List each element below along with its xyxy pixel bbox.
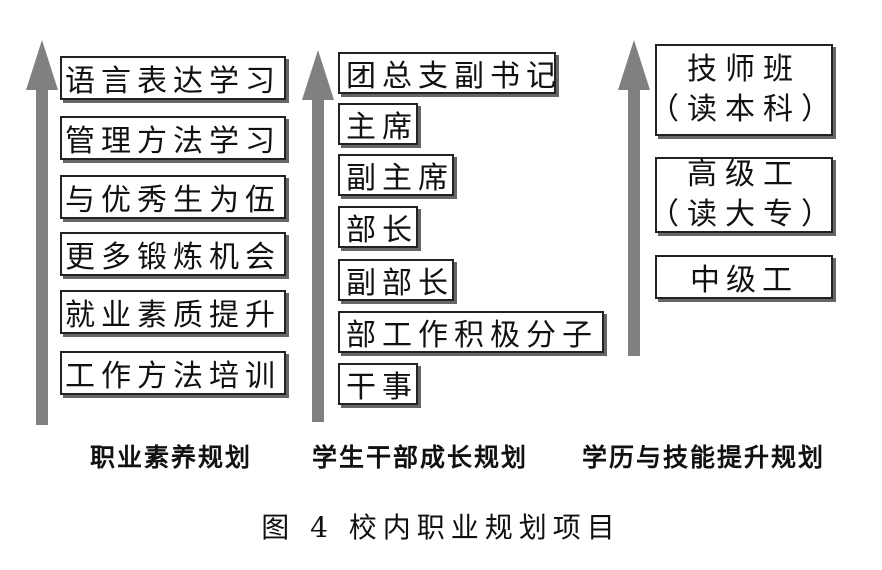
item-technician-class-line2: （读本科）: [649, 92, 839, 127]
label-professional-quality: 职业素养规划: [90, 443, 253, 472]
item-technician-class: 技师班 （读本科）: [649, 44, 833, 136]
item-vice-chairman: 副主席: [338, 154, 454, 196]
arrow-left: [26, 40, 58, 425]
item-employability: 就业素质提升: [60, 290, 286, 334]
item-senior-worker-line1: 高级工: [687, 157, 801, 192]
label-student-cadre-growth: 学生干部成长规划: [312, 443, 529, 472]
arrow-middle: [302, 50, 334, 422]
item-senior-worker: 高级工 （读大专）: [649, 157, 833, 233]
item-department-activist: 部工作积极分子: [338, 311, 604, 353]
item-minister: 部长: [338, 206, 418, 248]
item-language-expression: 语言表达学习: [60, 56, 286, 100]
item-more-practice: 更多锻炼机会: [60, 232, 286, 276]
item-intermediate-worker: 中级工: [655, 255, 833, 299]
item-work-methods-training: 工作方法培训: [60, 351, 286, 395]
figure-caption: 图 4 校内职业规划项目: [261, 511, 621, 544]
item-chairman: 主席: [338, 103, 418, 145]
item-staff-member: 干事: [338, 363, 418, 405]
item-vice-minister: 副部长: [338, 259, 454, 301]
item-technician-class-line1: 技师班: [687, 52, 801, 87]
item-excellent-peers: 与优秀生为伍: [60, 175, 286, 219]
item-senior-worker-line2: （读大专）: [649, 197, 839, 232]
item-management-methods: 管理方法学习: [60, 116, 286, 160]
arrow-right: [618, 40, 650, 356]
item-deputy-secretary: 团总支副书记: [338, 52, 556, 94]
label-education-skills: 学历与技能提升规划: [582, 443, 826, 472]
